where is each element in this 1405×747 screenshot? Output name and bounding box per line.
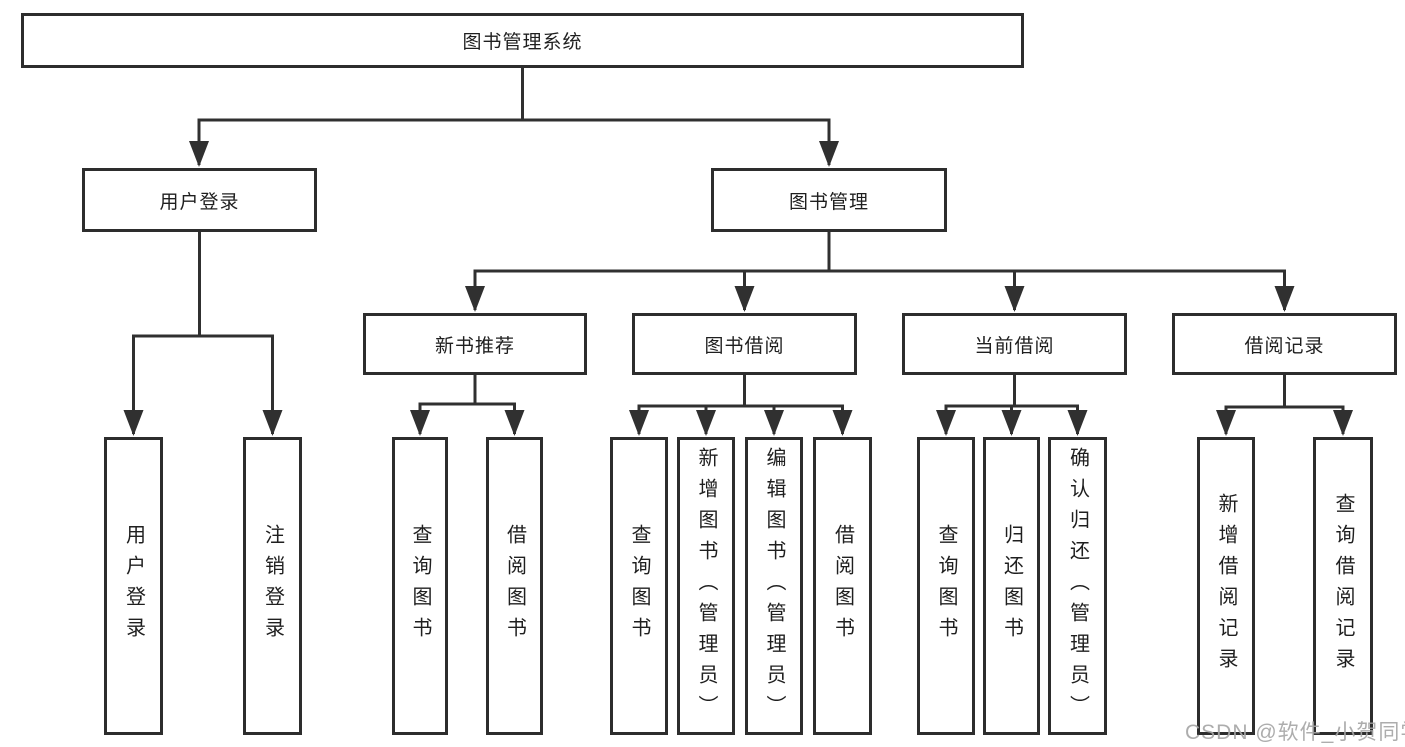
leaf-query-books-borrowing: 查询图书	[610, 437, 668, 735]
node-label: 当前借阅	[974, 335, 1055, 357]
node-label: 新增图书（管理员）	[695, 446, 717, 726]
node-label: 借阅图书	[831, 524, 854, 648]
node-user-login-branch: 用户登录	[82, 168, 317, 232]
node-label: 确认归还（管理员）	[1066, 446, 1089, 726]
node-label: 查询借阅记录	[1332, 493, 1354, 679]
node-label: 查询图书	[935, 524, 957, 648]
node-book-borrowing: 图书借阅	[632, 313, 857, 375]
node-label: 新增借阅记录	[1215, 493, 1237, 679]
node-label: 注销登录	[261, 524, 284, 648]
leaf-return-books: 归还图书	[983, 437, 1040, 735]
node-book-management: 图书管理	[711, 168, 947, 232]
node-borrowing-records: 借阅记录	[1172, 313, 1397, 375]
leaf-borrow-books-recommend: 借阅图书	[486, 437, 543, 735]
leaf-edit-book-admin: 编辑图书（管理员）	[745, 437, 803, 735]
node-label: 图书管理	[788, 191, 869, 213]
node-label: 用户登录	[122, 524, 145, 648]
node-label: 查询图书	[628, 524, 650, 648]
node-library-management-system: 图书管理系统	[21, 13, 1024, 68]
node-label: 查询图书	[409, 524, 431, 648]
node-current-borrowing: 当前借阅	[902, 313, 1127, 375]
node-label: 用户登录	[159, 191, 240, 213]
leaf-add-book-admin: 新增图书（管理员）	[677, 437, 735, 735]
csdn-watermark: CSDN @软件_小贺同学	[1185, 721, 1405, 744]
node-label: 新书推荐	[434, 335, 515, 357]
leaf-borrow-books-borrowing: 借阅图书	[813, 437, 872, 735]
leaf-query-borrow-record: 查询借阅记录	[1313, 437, 1373, 735]
node-new-book-recommendation: 新书推荐	[363, 313, 587, 375]
node-label: 借阅图书	[503, 524, 526, 648]
leaf-query-books-current: 查询图书	[917, 437, 975, 735]
node-label: 图书借阅	[704, 335, 785, 357]
node-label: 归还图书	[1000, 524, 1023, 648]
leaf-user-login: 用户登录	[104, 437, 163, 735]
node-label: 图书管理系统	[462, 32, 583, 53]
leaf-logout: 注销登录	[243, 437, 302, 735]
leaf-confirm-return-admin: 确认归还（管理员）	[1048, 437, 1107, 735]
leaf-add-borrow-record: 新增借阅记录	[1197, 437, 1255, 735]
node-label: 借阅记录	[1244, 335, 1325, 357]
leaf-query-books-recommend: 查询图书	[392, 437, 448, 735]
node-label: 编辑图书（管理员）	[763, 446, 785, 726]
